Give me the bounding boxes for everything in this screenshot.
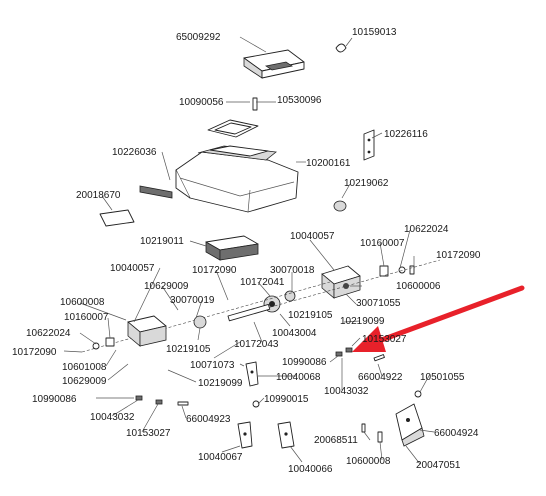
- lever-left-part: [237, 421, 253, 449]
- part-label: 20018670: [76, 190, 121, 201]
- part-labels: 65009292 10159013 10090056 10530096 1022…: [12, 27, 481, 475]
- label-plate-part: [139, 185, 173, 199]
- part-label: 30071055: [356, 298, 401, 309]
- part-label: 65009292: [176, 32, 221, 43]
- spring-small-part: [252, 400, 260, 408]
- part-label: 10172043: [234, 339, 279, 350]
- gasket-part: [207, 119, 259, 138]
- part-label: 10990015: [264, 394, 309, 405]
- part-label: 10153027: [362, 334, 407, 345]
- part-label: 10040067: [198, 452, 243, 463]
- part-label: 10153027: [126, 428, 171, 439]
- right-gearbox-part: [321, 265, 361, 299]
- spring-part: [335, 37, 353, 53]
- part-label: 10219105: [166, 344, 211, 355]
- pin-part: [335, 347, 385, 362]
- part-label: 66004924: [434, 428, 479, 439]
- part-label: 10219062: [344, 178, 389, 189]
- part-label: 10600008: [60, 297, 105, 308]
- part-label: 10219011: [140, 236, 184, 247]
- bracket-part: [395, 403, 425, 447]
- part-label: 10043032: [90, 412, 135, 423]
- part-label: 66004923: [186, 414, 231, 425]
- leader-lines: [63, 36, 435, 465]
- part-label: 10172041: [240, 277, 285, 288]
- screw-part-top: [252, 97, 258, 111]
- part-label: 10219105: [288, 310, 333, 321]
- main-housing-part: [175, 145, 299, 213]
- part-label: 10040057: [290, 231, 335, 242]
- highlight-arrow: [352, 285, 525, 352]
- part-label: 10043004: [272, 328, 317, 339]
- part-label: 10040068: [276, 372, 321, 383]
- part-label: 10600008: [346, 456, 391, 467]
- part-label: 10990086: [282, 357, 327, 368]
- screw-20068511-part: [361, 423, 366, 433]
- left-bushing-part: [92, 337, 115, 350]
- screw-bottom-part: [377, 390, 422, 443]
- part-label: 10600006: [396, 281, 441, 292]
- part-label: 10601008: [62, 362, 107, 373]
- plate-part: [363, 129, 375, 161]
- part-label: 10090056: [179, 97, 224, 108]
- part-label: 10071073: [190, 360, 235, 371]
- part-label: 10043032: [324, 386, 369, 397]
- shaft-part: [81, 259, 441, 353]
- gear-small-part: [284, 290, 296, 302]
- insert-box-part: [205, 235, 259, 261]
- part-label: 30070018: [270, 265, 315, 276]
- part-label: 10226036: [112, 147, 157, 158]
- part-label: 10219099: [198, 378, 243, 389]
- knob-part: [333, 200, 347, 212]
- lever-right-part: [277, 421, 295, 449]
- part-label: 10219099: [340, 316, 385, 327]
- part-label: 10040057: [110, 263, 155, 274]
- part-label: 10200161: [306, 158, 351, 169]
- part-label: 10990086: [32, 394, 77, 405]
- part-label: 10629009: [144, 281, 189, 292]
- part-label: 10530096: [277, 95, 322, 106]
- part-label: 10501055: [420, 372, 465, 383]
- part-label: 10159013: [352, 27, 397, 38]
- part-label: 10160007: [360, 238, 405, 249]
- left-gearbox-part: [127, 315, 167, 347]
- sticker-part: [99, 209, 135, 227]
- part-label: 10226116: [384, 129, 428, 140]
- part-label: 10172090: [436, 250, 481, 261]
- part-label: 20068511: [314, 435, 358, 446]
- part-label: 10040066: [288, 464, 333, 475]
- lever-part: [245, 361, 259, 387]
- right-bushing-part: [379, 265, 415, 277]
- part-label: 10629009: [62, 376, 107, 387]
- part-label: 20047051: [416, 460, 461, 471]
- part-label: 10172090: [12, 347, 57, 358]
- part-label: 10622024: [26, 328, 71, 339]
- top-cover-part: [243, 49, 305, 79]
- part-label: 10172090: [192, 265, 237, 276]
- clip-part: [135, 395, 189, 406]
- part-label: 66004922: [358, 372, 403, 383]
- part-label: 10160007: [64, 312, 109, 323]
- part-label: 30070019: [170, 295, 215, 306]
- part-label: 10622024: [404, 224, 449, 235]
